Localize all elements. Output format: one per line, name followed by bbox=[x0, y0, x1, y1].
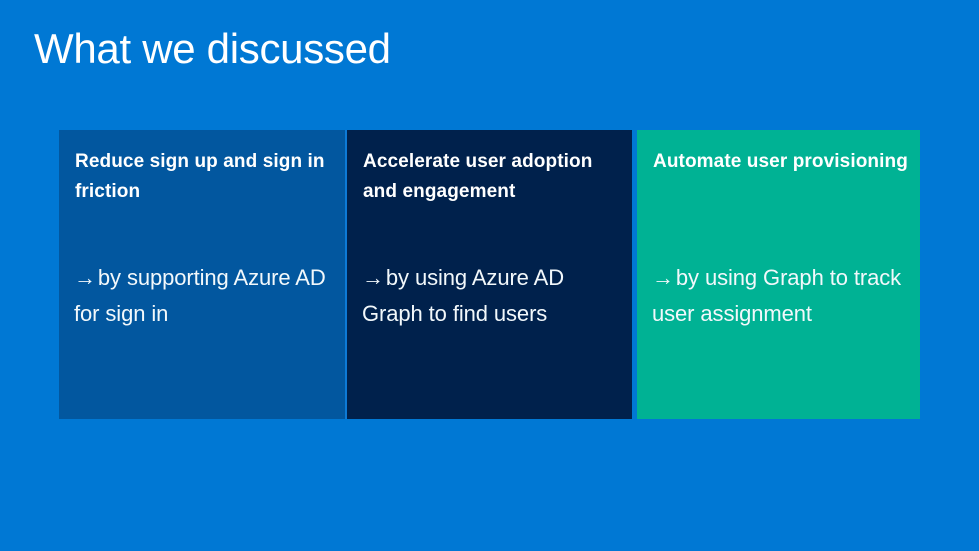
panel-gap bbox=[632, 130, 637, 419]
panel-heading: Accelerate user adoption and engagement bbox=[363, 151, 593, 202]
panel-reduce-friction[interactable]: Reduce sign up and sign in friction →by … bbox=[59, 130, 345, 419]
panel-heading: Automate user provisioning bbox=[653, 151, 908, 172]
page-title: What we discussed bbox=[34, 25, 391, 72]
arrow-right-icon: → bbox=[362, 265, 384, 290]
panel-heading: Reduce sign up and sign in friction bbox=[75, 151, 325, 202]
panel-body-text: by using Graph to track user assignment bbox=[652, 265, 902, 326]
panel-accelerate-adoption[interactable]: Accelerate user adoption and engagement … bbox=[347, 130, 632, 419]
panel-body: →by using Azure AD Graph to find users bbox=[362, 260, 628, 332]
panel-body-text: by supporting Azure AD for sign in bbox=[74, 265, 326, 326]
panel-divider bbox=[345, 130, 347, 419]
panel-automate-provisioning[interactable]: Automate user provisioning →by using Gra… bbox=[637, 130, 920, 419]
panel-body: →by using Graph to track user assignment bbox=[652, 260, 916, 332]
arrow-right-icon: → bbox=[652, 265, 674, 290]
panel-group: Reduce sign up and sign in friction →by … bbox=[59, 130, 920, 419]
panel-body-text: by using Azure AD Graph to find users bbox=[362, 265, 564, 326]
panel-body: →by supporting Azure AD for sign in bbox=[74, 260, 341, 332]
arrow-right-icon: → bbox=[74, 265, 96, 290]
